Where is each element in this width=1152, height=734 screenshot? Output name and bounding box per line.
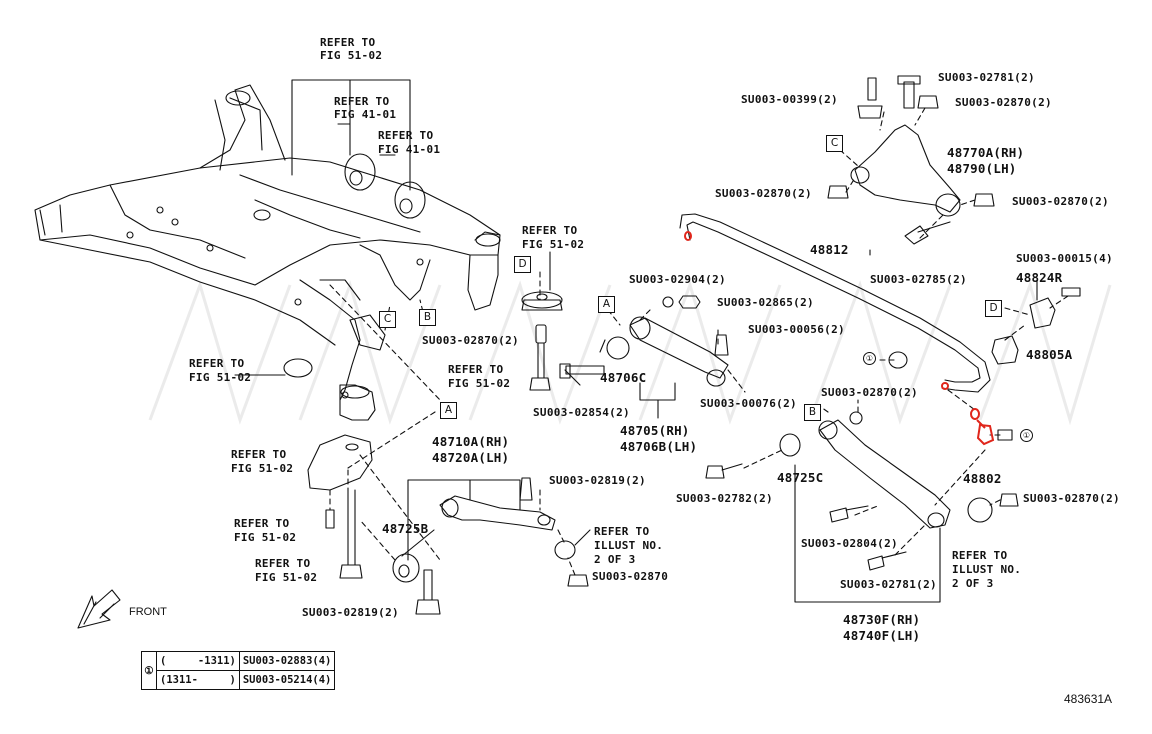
ref-circle-1-bar: ①	[863, 352, 876, 365]
rear-subframe	[34, 84, 501, 421]
refer-label: REFER TO	[231, 448, 287, 461]
part-number: 48770A(RH)	[947, 145, 1025, 160]
refer-label: REFER TO	[378, 129, 434, 142]
refer-label: REFER TO	[255, 557, 311, 570]
ref-box-b-left: B	[419, 309, 436, 326]
part-number: 48824R	[1016, 270, 1063, 285]
refer-label: FIG 51-02	[522, 238, 585, 251]
refer-label: REFER TO	[522, 224, 578, 237]
lower-arm-48730f	[705, 411, 1019, 571]
bolt-callout: SU003-02781(2)	[938, 71, 1035, 84]
refer-label: FIG 51-02	[234, 531, 297, 544]
bolt-callout: SU003-02870(2)	[1023, 492, 1120, 505]
ref-box-a-right: A	[598, 296, 615, 313]
part-number: 48725C	[777, 470, 824, 485]
legend-table: ① ( -1311) SU003-02883(4) (1311- ) SU003…	[141, 651, 336, 690]
part-number: 48725B	[382, 521, 429, 536]
legend-row: ① ( -1311) SU003-02883(4)	[141, 651, 336, 690]
bolt-callout: SU003-02819(2)	[549, 474, 646, 487]
stabilizer-bar-48812	[679, 213, 1081, 393]
bolt-callout: SU003-02870(2)	[955, 96, 1052, 109]
part-number: 48710A(RH)	[432, 434, 510, 449]
bolt-callout: SU003-00076(2)	[700, 397, 797, 410]
mount-bracket	[307, 434, 441, 615]
watermark	[148, 280, 1112, 426]
bolt-callout: SU003-02870(2)	[821, 386, 918, 399]
part-number: 48706B(LH)	[620, 439, 698, 454]
legend-circle-1: ①	[141, 651, 157, 690]
bolt-callout: SU003-02781(2)	[840, 578, 937, 591]
bolt-callout: SU003-02904(2)	[629, 273, 726, 286]
bolt-callout: SU003-00015(4)	[1016, 252, 1113, 265]
ref-box-c-upper: C	[826, 135, 843, 152]
bolt-callout: SU003-02870(2)	[715, 187, 812, 200]
refer-label: REFER TO	[320, 36, 376, 49]
bolt-callout: SU003-02870(2)	[422, 334, 519, 347]
refer-label: FIG 41-01	[334, 108, 397, 121]
ref-box-b-right: B	[804, 404, 821, 421]
bolt-callout: SU003-00056(2)	[748, 323, 845, 336]
refer-label: FIG 51-02	[231, 462, 294, 475]
part-number: 48740F(LH)	[843, 628, 921, 643]
diagram-id: 483631A	[1064, 692, 1113, 706]
bolt-d	[529, 324, 551, 391]
refer-illust-label: ILLUST NO.	[594, 539, 664, 552]
refer-label: REFER TO	[189, 357, 245, 370]
ref-box-d-left: D	[514, 256, 531, 273]
refer-illust-label: ILLUST NO.	[952, 563, 1022, 576]
bolt-callout: SU003-00399(2)	[741, 93, 838, 106]
refer-label: FIG 51-02	[189, 371, 252, 384]
part-number: 48705(RH)	[620, 423, 690, 438]
front-label: FRONT	[129, 606, 167, 618]
refer-illust-label: 2 OF 3	[594, 553, 636, 566]
bolt-callout: SU003-02870	[592, 570, 669, 583]
ref-box-a-left: A	[440, 402, 457, 419]
bolt-callout: SU003-02865(2)	[717, 296, 814, 309]
refer-illust-label: REFER TO	[952, 549, 1008, 562]
refer-label: REFER TO	[234, 517, 290, 530]
leader-lines-solid	[234, 79, 1038, 603]
front-arrow	[77, 589, 121, 629]
bolt-callout: SU003-02870(2)	[1012, 195, 1109, 208]
refer-label: FIG 41-01	[378, 143, 441, 156]
lower-arm-48710a	[392, 477, 589, 587]
bolt-callout: SU003-02804(2)	[801, 537, 898, 550]
refer-label: FIG 51-02	[255, 571, 318, 584]
bolt-callout: SU003-02819(2)	[302, 606, 399, 619]
legend-row: (1311- ) SU003-05214(4)	[142, 670, 336, 690]
part-number: 48790(LH)	[947, 161, 1017, 176]
ref-circle-1-link: ①	[1020, 429, 1033, 442]
part-number: 48730F(RH)	[843, 612, 921, 627]
part-number: 48720A(LH)	[432, 450, 510, 465]
bolt-callout: SU003-02854(2)	[533, 406, 630, 419]
refer-label: REFER TO	[334, 95, 390, 108]
leader-lines-dashed	[329, 107, 1069, 576]
refer-illust-label: 2 OF 3	[952, 577, 994, 590]
part-number: 48805A	[1026, 347, 1073, 362]
ref-box-c-left: C	[379, 311, 396, 328]
legend-range: ( -1311)	[156, 651, 240, 671]
refer-label: FIG 51-02	[448, 377, 511, 390]
subframe-bushings	[283, 153, 563, 378]
upper-arm-48770a	[827, 75, 995, 245]
part-number: 48706C	[600, 370, 647, 385]
part-number: 48812	[810, 242, 849, 257]
bolt-callout: SU003-02782(2)	[676, 492, 773, 505]
part-number: 48802	[963, 471, 1002, 486]
refer-label: FIG 51-02	[320, 49, 383, 62]
bolt-callout: SU003-02785(2)	[870, 273, 967, 286]
legend-part: SU003-05214(4)	[238, 670, 336, 690]
legend-part: SU003-02883(4)	[238, 651, 336, 671]
ref-box-d-right: D	[985, 300, 1002, 317]
refer-label: REFER TO	[448, 363, 504, 376]
refer-illust-label: REFER TO	[594, 525, 650, 538]
legend-range: (1311- )	[156, 670, 240, 690]
stabilizer-link-48802-highlight	[684, 231, 995, 446]
